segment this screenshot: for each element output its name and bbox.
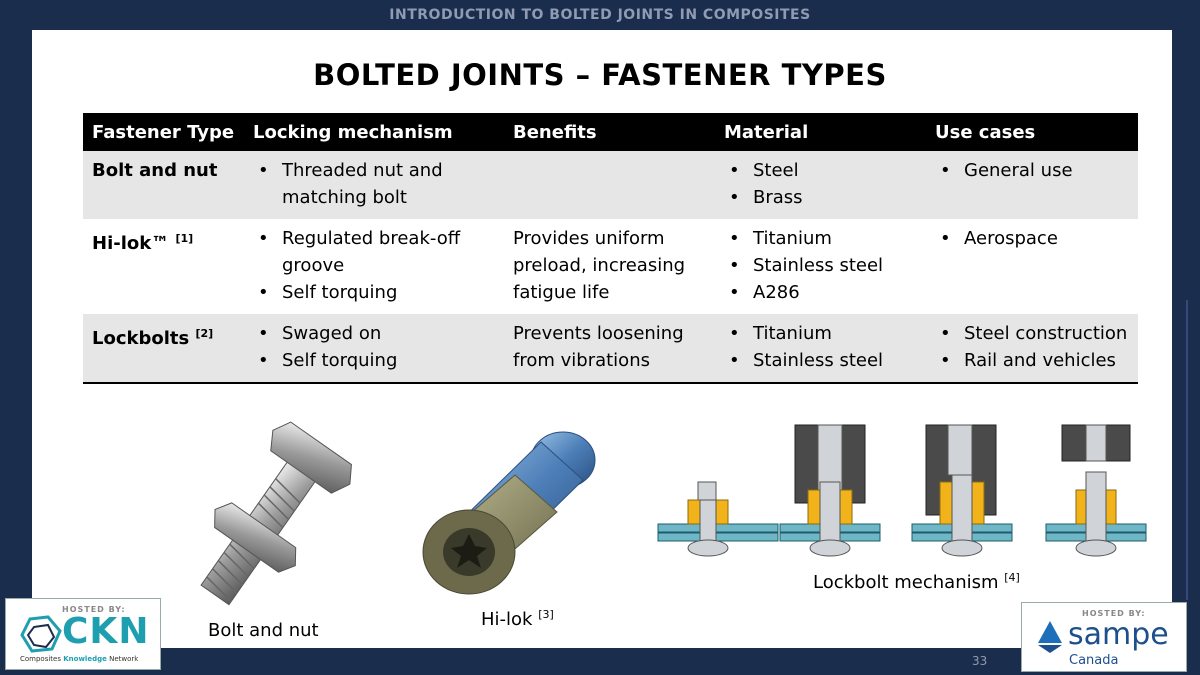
fastener-type-label: Lockbolts	[92, 328, 190, 349]
ckn-mark-icon	[20, 615, 62, 653]
sampe-mark-icon	[1038, 621, 1062, 653]
col-header-locking: Locking mechanism	[253, 121, 453, 143]
hi-lok-caption: Hi-lok [3]	[481, 608, 554, 630]
list-item: Regulated break-off groove	[253, 225, 495, 279]
list-item: Aerospace	[935, 225, 1129, 252]
fastener-type-cell: Bolt and nut	[83, 151, 244, 219]
citation-ref: [2]	[195, 327, 214, 340]
table-header-row: Fastener Type Locking mechanism Benefits…	[83, 113, 1138, 151]
fastener-type-label: Bolt and nut	[92, 160, 218, 181]
page-number: 33	[972, 654, 988, 668]
hi-lok-image	[422, 431, 596, 595]
hosted-by-label: HOSTED BY:	[1082, 609, 1146, 618]
ckn-subtitle-word: Composites	[20, 655, 62, 663]
sampe-subtitle: Canada	[1069, 653, 1119, 668]
benefits-cell: Provides uniform preload, increasing fat…	[513, 228, 686, 303]
material-cell: TitaniumStainless steelA286	[715, 219, 926, 314]
col-header-use-cases: Use cases	[935, 121, 1036, 143]
lockbolt-step-4	[1045, 424, 1147, 557]
lockbolt-step-1	[657, 481, 779, 557]
ckn-logo: HOSTED BY: CKN Composites Knowledge Netw…	[5, 598, 161, 670]
bolt-caption: Bolt and nut	[208, 620, 319, 641]
sampe-logo: HOSTED BY: sampe Canada	[1021, 602, 1187, 672]
citation-ref: [4]	[1004, 571, 1020, 584]
material-cell: TitaniumStainless steel	[715, 314, 926, 383]
locking-cell: Swaged onSelf torquing	[244, 314, 504, 383]
list-item: Stainless steel	[724, 347, 917, 374]
table-row: Bolt and nut Threaded nut and matching b…	[83, 151, 1138, 219]
benefits-cell: Prevents loosening from vibrations	[513, 323, 684, 371]
fastener-type-label: Hi-lok™	[92, 233, 170, 254]
locking-cell: Threaded nut and matching bolt	[244, 151, 504, 219]
list-item: Titanium	[724, 320, 917, 347]
list-item: Titanium	[724, 225, 917, 252]
fastener-table: Fastener Type Locking mechanism Benefits…	[83, 113, 1138, 384]
fastener-type-cell: Lockbolts [2]	[83, 314, 244, 383]
list-item: Self torquing	[253, 279, 495, 306]
list-item: Steel	[724, 157, 917, 184]
col-header-benefits: Benefits	[513, 121, 597, 143]
list-item: Swaged on	[253, 320, 495, 347]
lockbolt-mechanism-image	[657, 424, 1147, 557]
table-row: Hi-lok™ [1] Regulated break-off grooveSe…	[83, 219, 1138, 314]
use-cases-cell: Steel constructionRail and vehicles	[926, 314, 1138, 383]
sampe-wordmark: sampe	[1068, 617, 1169, 652]
hosted-by-label: HOSTED BY:	[62, 605, 126, 614]
list-item: Stainless steel	[724, 252, 917, 279]
table-row: Lockbolts [2] Swaged onSelf torquing Pre…	[83, 314, 1138, 383]
edge-decoration	[1186, 300, 1188, 600]
fastener-type-cell: Hi-lok™ [1]	[83, 219, 244, 314]
citation-ref: [1]	[175, 232, 194, 245]
use-cases-cell: General use	[926, 151, 1138, 219]
lockbolt-step-3	[911, 424, 1013, 557]
locking-cell: Regulated break-off grooveSelf torquing	[244, 219, 504, 314]
lockbolt-caption: Lockbolt mechanism [4]	[813, 571, 1020, 593]
use-cases-cell: Aerospace	[926, 219, 1138, 314]
col-header-type: Fastener Type	[92, 121, 235, 143]
ckn-subtitle: Composites Knowledge Network	[20, 655, 138, 663]
ckn-subtitle-word: Knowledge	[63, 655, 107, 663]
material-cell: SteelBrass	[715, 151, 926, 219]
lockbolt-caption-text: Lockbolt mechanism	[813, 572, 999, 593]
hi-lok-caption-text: Hi-lok	[481, 609, 533, 630]
benefits-cell	[504, 151, 715, 219]
ckn-wordmark: CKN	[62, 611, 150, 652]
list-item: General use	[935, 157, 1129, 184]
list-item: Brass	[724, 184, 917, 211]
list-item: Self torquing	[253, 347, 495, 374]
slide-title: BOLTED JOINTS – FASTENER TYPES	[313, 58, 887, 92]
col-header-material: Material	[724, 121, 809, 143]
list-item: Steel construction	[935, 320, 1129, 347]
list-item: Rail and vehicles	[935, 347, 1129, 374]
bolt-and-nut-image	[200, 421, 352, 606]
ckn-subtitle-word: Network	[109, 655, 139, 663]
list-item: A286	[724, 279, 917, 306]
citation-ref: [3]	[538, 608, 554, 621]
list-item: Threaded nut and matching bolt	[253, 157, 495, 211]
slide-banner: INTRODUCTION TO BOLTED JOINTS IN COMPOSI…	[389, 7, 811, 23]
lockbolt-step-2	[779, 424, 881, 557]
